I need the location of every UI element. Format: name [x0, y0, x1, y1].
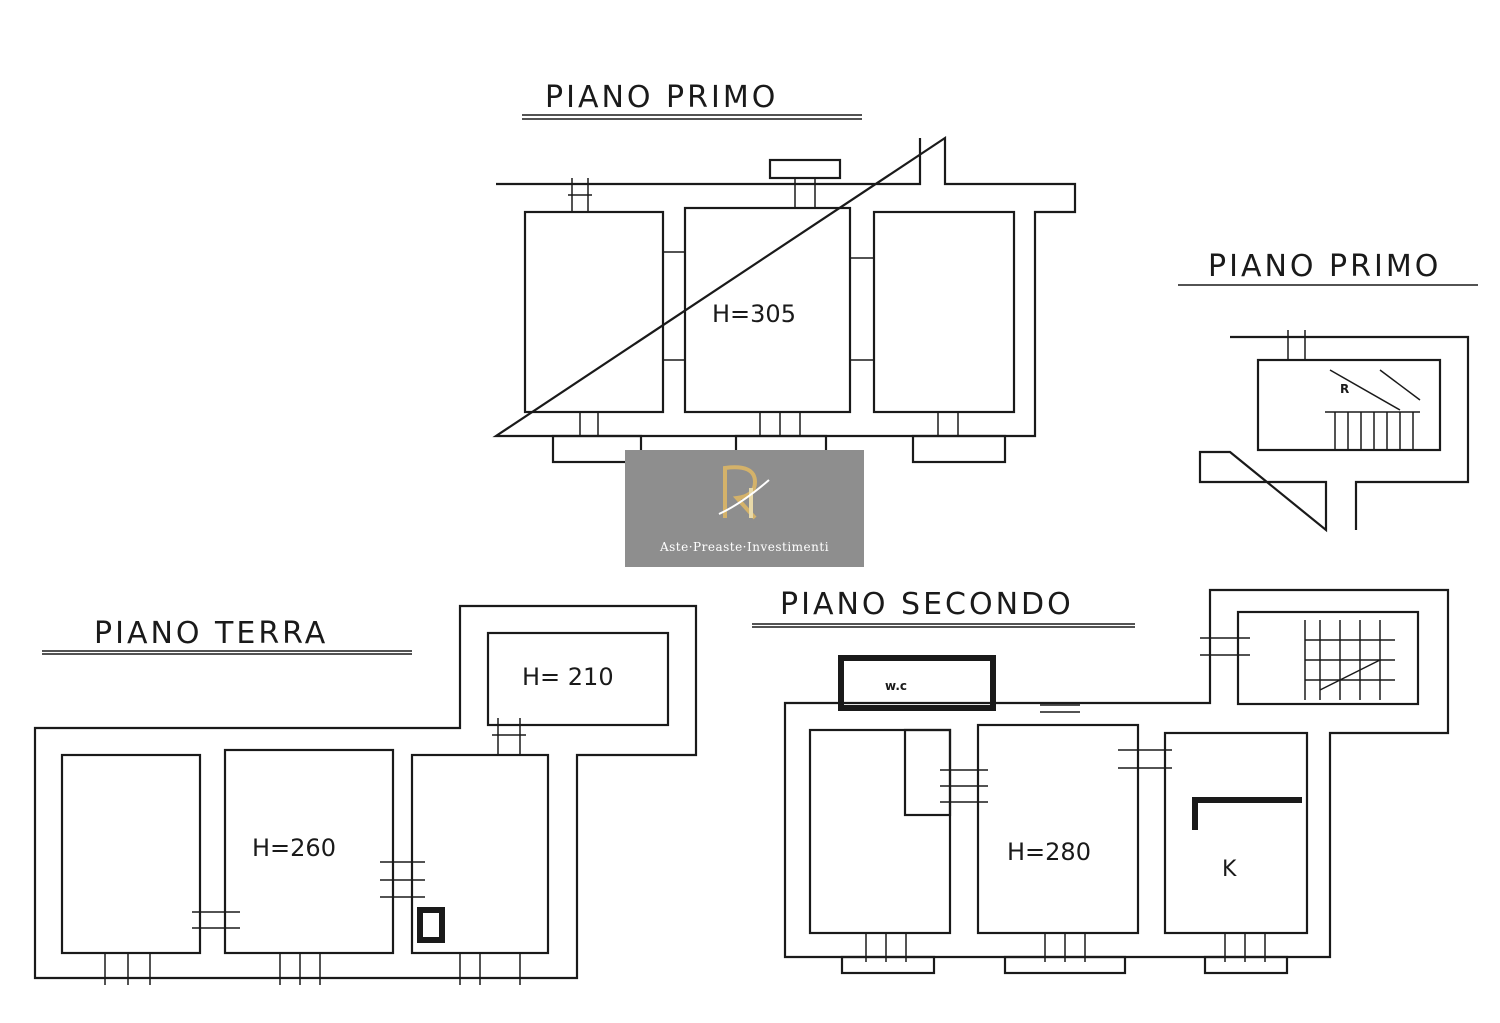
balcony — [1203, 955, 1289, 975]
windows — [568, 178, 959, 436]
piano-secondo-plan: PIANO SECONDO — [752, 587, 1450, 975]
stair-room — [1256, 358, 1442, 452]
outer-wall — [33, 604, 698, 980]
height-label-secondo: H=280 — [1007, 838, 1091, 866]
room-left — [60, 753, 202, 955]
room-left — [523, 210, 665, 414]
room-left — [808, 728, 952, 935]
balcony — [1003, 955, 1127, 975]
piano-primo-small-title: PIANO PRIMO — [1208, 249, 1441, 284]
height-label-primo: H=305 — [712, 300, 796, 328]
outer-wall — [783, 588, 1450, 959]
height-label-terra: H=260 — [252, 834, 336, 862]
kitchen-label: K — [1222, 857, 1237, 882]
annex-room — [486, 631, 670, 727]
room-right — [872, 210, 1016, 414]
balcony-top — [768, 158, 842, 180]
wc-label: w.c — [885, 679, 907, 693]
watermark-logo: Aste·Preaste·Investimenti — [625, 450, 864, 567]
wc-room — [838, 655, 996, 711]
room-center — [976, 723, 1140, 935]
stair-treads — [1304, 620, 1395, 700]
piano-terra-title: PIANO TERRA — [94, 616, 328, 651]
balcony — [840, 955, 936, 975]
stair-room — [1236, 610, 1420, 706]
windows-doors — [104, 718, 526, 985]
closet — [903, 728, 952, 817]
room-center — [223, 748, 395, 955]
piano-secondo-title: PIANO SECONDO — [780, 587, 1074, 622]
height-label-annex: H= 210 — [522, 663, 614, 691]
room-kitchen — [1163, 731, 1309, 935]
stair-label: R — [1340, 382, 1349, 396]
piano-primo-main-plan: PIANO PRIMO H=305 — [492, 80, 1077, 464]
piano-terra-plan: PIANO TERRA H=260 H= 210 — [33, 604, 698, 985]
balcony — [551, 434, 643, 464]
kitchen-counter — [1192, 797, 1302, 830]
outer-wall — [1198, 335, 1470, 533]
logo-mark-icon — [718, 465, 770, 520]
watermark-text: Aste·Preaste·Investimenti — [659, 540, 830, 554]
outer-wall — [492, 135, 1077, 438]
balcony — [911, 434, 1007, 464]
stair-treads — [1325, 369, 1421, 450]
room-right — [410, 753, 550, 955]
room-center — [683, 206, 852, 414]
piano-primo-main-title: PIANO PRIMO — [545, 80, 778, 115]
small-wc — [417, 907, 445, 943]
piano-primo-small-plan: PIANO PRIMO R — [1178, 249, 1478, 533]
